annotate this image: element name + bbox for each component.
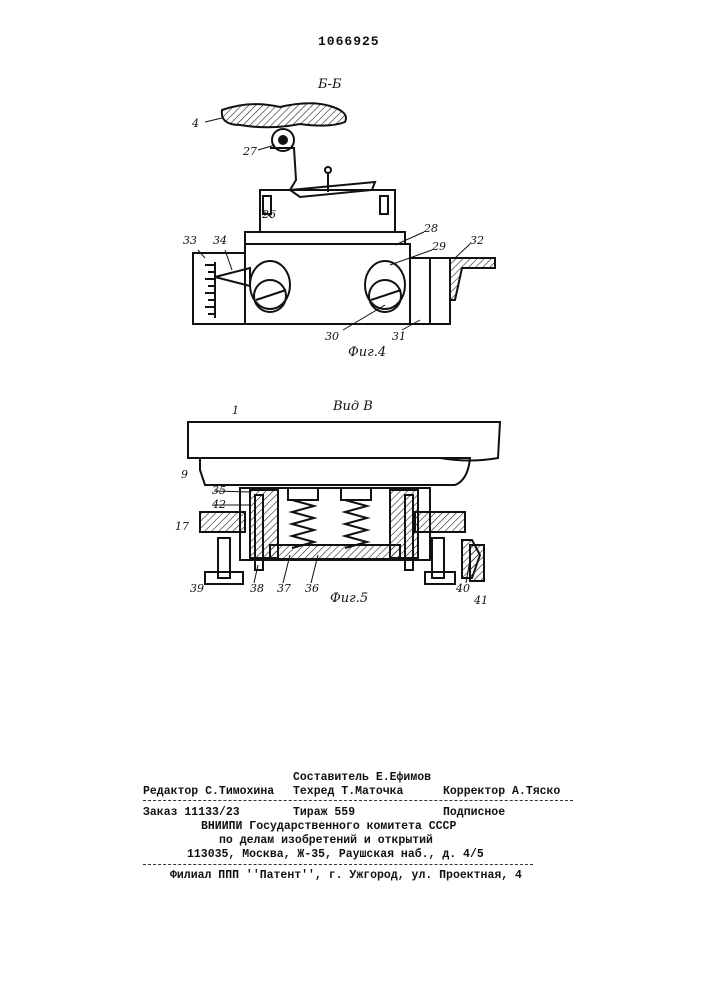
label-part-36: 36 [305,582,319,595]
corrector: Корректор А.Тяско [443,786,560,798]
label-part-35: 35 [212,484,226,497]
label-part-37: 37 [277,582,291,595]
branch-address: Филиал ППП ''Патент'', г. Ужгород, ул. П… [170,870,522,882]
label-part-30: 30 [325,330,339,343]
label-part-29: 29 [431,240,446,253]
label-part-34: 34 [213,234,227,247]
label-part-33: 33 [183,234,197,247]
divider-top [143,800,573,801]
technical-drawing: Б-Б 4 27 26 28 29 33 34 32 30 31 Фиг.4 [0,0,707,700]
label-part-1: 1 [232,404,239,417]
figure-5-drawing [188,422,500,584]
circulation: Тираж 559 [293,807,355,819]
figure-4-drawing [193,103,495,324]
label-part-40: 40 [455,582,470,595]
address: 113035, Москва, Ж-35, Раушская наб., д. … [187,849,484,861]
label-part-38: 38 [250,582,264,595]
compiler: Составитель Е.Ефимов [293,772,431,784]
divider-bottom [143,864,533,865]
figure-5-caption: Фиг.5 [330,591,368,606]
view-label: Вид В [332,399,373,414]
label-part-26: 26 [261,208,276,221]
techred: Техред Т.Маточка [293,786,403,798]
label-part-41: 41 [473,594,488,607]
label-part-32: 32 [470,234,484,247]
figure-4-caption: Фиг.4 [348,345,386,360]
section-label: Б-Б [317,77,342,92]
order-number: Заказ 11133/23 [143,807,240,819]
label-part-27: 27 [242,145,257,158]
label-part-17: 17 [175,520,189,533]
label-part-42: 42 [211,498,226,511]
label-part-39: 39 [190,582,204,595]
org-line-2: по делам изобретений и открытий [219,835,433,847]
figure-5-labels: Вид В 1 9 35 42 17 39 38 37 36 40 41 Фиг… [175,399,488,607]
label-part-4: 4 [191,117,199,130]
label-part-31: 31 [392,330,406,343]
subscription: Подписное [443,807,505,819]
editor: Редактор С.Тимохина [143,786,274,798]
org-line-1: ВНИИПИ Государственного комитета СССР [201,821,456,833]
label-part-9: 9 [181,468,188,481]
label-part-28: 28 [423,222,438,235]
